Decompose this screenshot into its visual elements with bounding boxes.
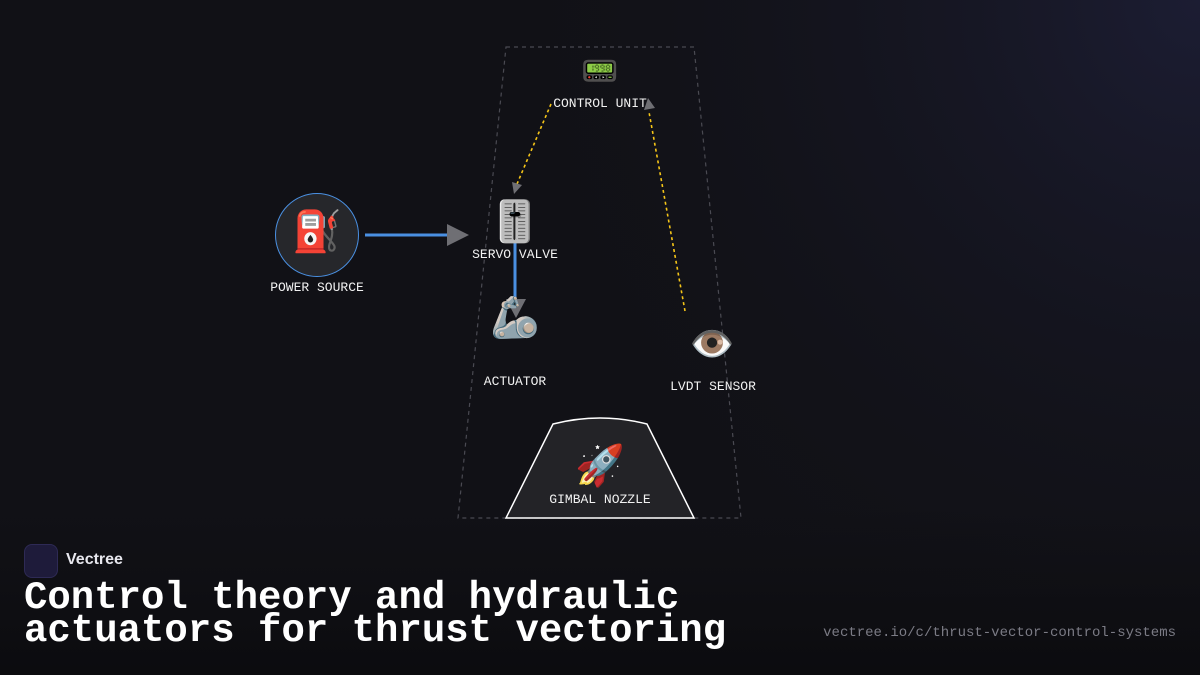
vectree-logo	[24, 544, 58, 578]
edge-power-to-servo-arrowhead	[447, 224, 469, 246]
lvdt-sensor-label: LVDT SENSOR	[670, 379, 756, 394]
rocket-icon: 🚀	[575, 443, 625, 489]
page-title: Control theory and hydraulic actuators f…	[24, 576, 727, 653]
fuel-pump-icon: ⛽	[292, 209, 342, 255]
pager-icon: 📟	[581, 54, 619, 89]
mechanical-arm-icon: 🦾	[490, 295, 540, 341]
actuator-label: ACTUATOR	[483, 374, 547, 389]
gimbal-nozzle-shape	[504, 417, 696, 519]
source-url[interactable]: vectree.io/c/thrust-vector-control-syste…	[823, 625, 1176, 641]
gimbal-nozzle-label: GIMBAL NOZZLE	[549, 492, 651, 507]
control-unit-label: CONTROL UNIT	[553, 96, 647, 111]
eye-icon: 👁️	[689, 324, 735, 365]
edge-servo-to-actuator-arrowhead	[506, 299, 526, 318]
edge-control-to-servo-arrowhead	[512, 182, 522, 194]
power-source-node	[275, 193, 359, 277]
level-slider-icon: 🎚️	[490, 199, 540, 245]
edge-control-to-servo	[516, 103, 552, 185]
power-source-label: POWER SOURCE	[270, 280, 364, 295]
servo-valve-label: SERVO VALVE	[472, 247, 558, 262]
edge-sensor-to-control	[648, 111, 686, 312]
edge-sensor-to-control-arrowhead	[644, 98, 655, 110]
brand-name: Vectree	[66, 551, 123, 568]
